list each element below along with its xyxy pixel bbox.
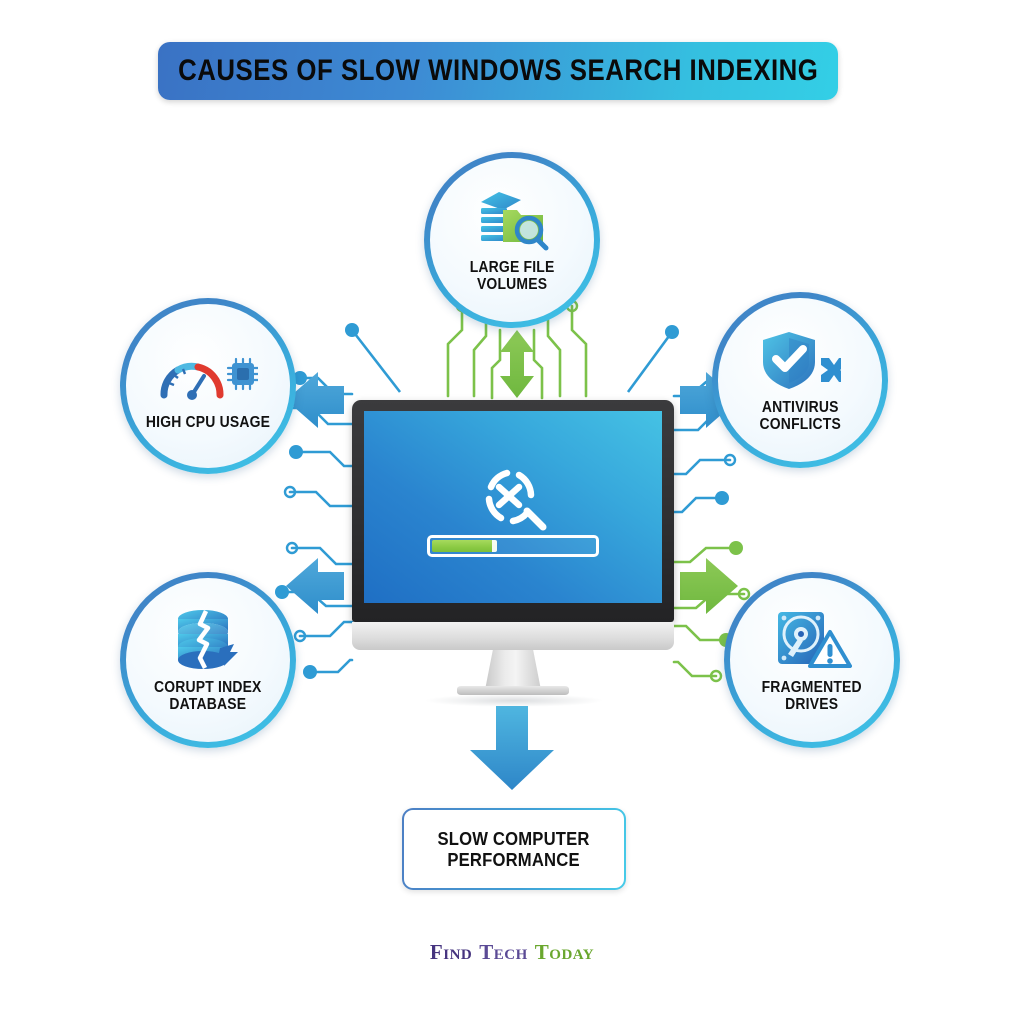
brand-logo: Find Tech Today (0, 940, 1024, 965)
title-banner: CAUSES OF SLOW WINDOWS SEARCH INDEXING (158, 42, 838, 100)
cause-node-corupt-index-database[interactable]: CORUPT INDEX DATABASE (120, 572, 296, 748)
cause-label: FRAGMENTED DRIVES (761, 679, 863, 713)
hard-drive-warning-icon (772, 604, 852, 678)
outcome-box-inner: SLOW COMPUTER PERFORMANCE (404, 810, 624, 888)
logo-part-tech: Tech (479, 940, 528, 964)
flow-arrow-left-top (286, 372, 344, 428)
flow-arrow-right-bottom (680, 558, 738, 614)
outcome-box: SLOW COMPUTER PERFORMANCE (402, 808, 626, 890)
cause-node-antivirus-conflicts[interactable]: ANTIVIRUS CONFLICTS (712, 292, 888, 468)
flow-arrow-top-double (500, 330, 534, 398)
search-magnifier-error-icon (475, 465, 551, 540)
logo-part-find: Find (429, 940, 473, 964)
cause-node-inner: ANTIVIRUS CONFLICTS (718, 298, 882, 462)
cause-node-inner: FRAGMENTED DRIVES (730, 578, 894, 742)
indexing-progress-bar (427, 535, 599, 557)
cause-label: CORUPT INDEX DATABASE (154, 679, 262, 713)
monitor-chin (352, 622, 674, 650)
logo-part-today: Today (534, 940, 595, 964)
monitor-screen (364, 411, 662, 603)
cause-node-high-cpu-usage[interactable]: HIGH CPU USAGE (120, 298, 296, 474)
cause-label: LARGE FILE VOLUMES (469, 259, 555, 293)
cause-node-inner: HIGH CPU USAGE (126, 304, 290, 468)
cause-node-inner: CORUPT INDEX DATABASE (126, 578, 290, 742)
shield-check-cross-icon (759, 324, 841, 398)
files-folder-search-icon (473, 184, 551, 258)
gauge-cpu-chip-icon (158, 339, 258, 413)
computer-monitor (352, 400, 674, 707)
monitor-shadow (424, 694, 604, 707)
flow-arrow-left-bottom (286, 558, 344, 614)
flow-arrow-right-top (680, 372, 738, 428)
cracked-database-icon (170, 604, 246, 678)
cause-label: HIGH CPU USAGE (145, 413, 271, 431)
indexing-progress-fill (432, 540, 497, 552)
cause-node-fragmented-drives[interactable]: FRAGMENTED DRIVES (724, 572, 900, 748)
cause-node-large-file-volumes[interactable]: LARGE FILE VOLUMES (424, 152, 600, 328)
cause-node-inner: LARGE FILE VOLUMES (430, 158, 594, 322)
down-arrow-icon (466, 706, 558, 797)
monitor-stand-neck (485, 650, 541, 690)
outcome-label: SLOW COMPUTER PERFORMANCE (437, 827, 591, 870)
cause-label: ANTIVIRUS CONFLICTS (759, 399, 841, 433)
page-title: CAUSES OF SLOW WINDOWS SEARCH INDEXING (177, 54, 819, 87)
monitor-stand-base (457, 686, 569, 695)
